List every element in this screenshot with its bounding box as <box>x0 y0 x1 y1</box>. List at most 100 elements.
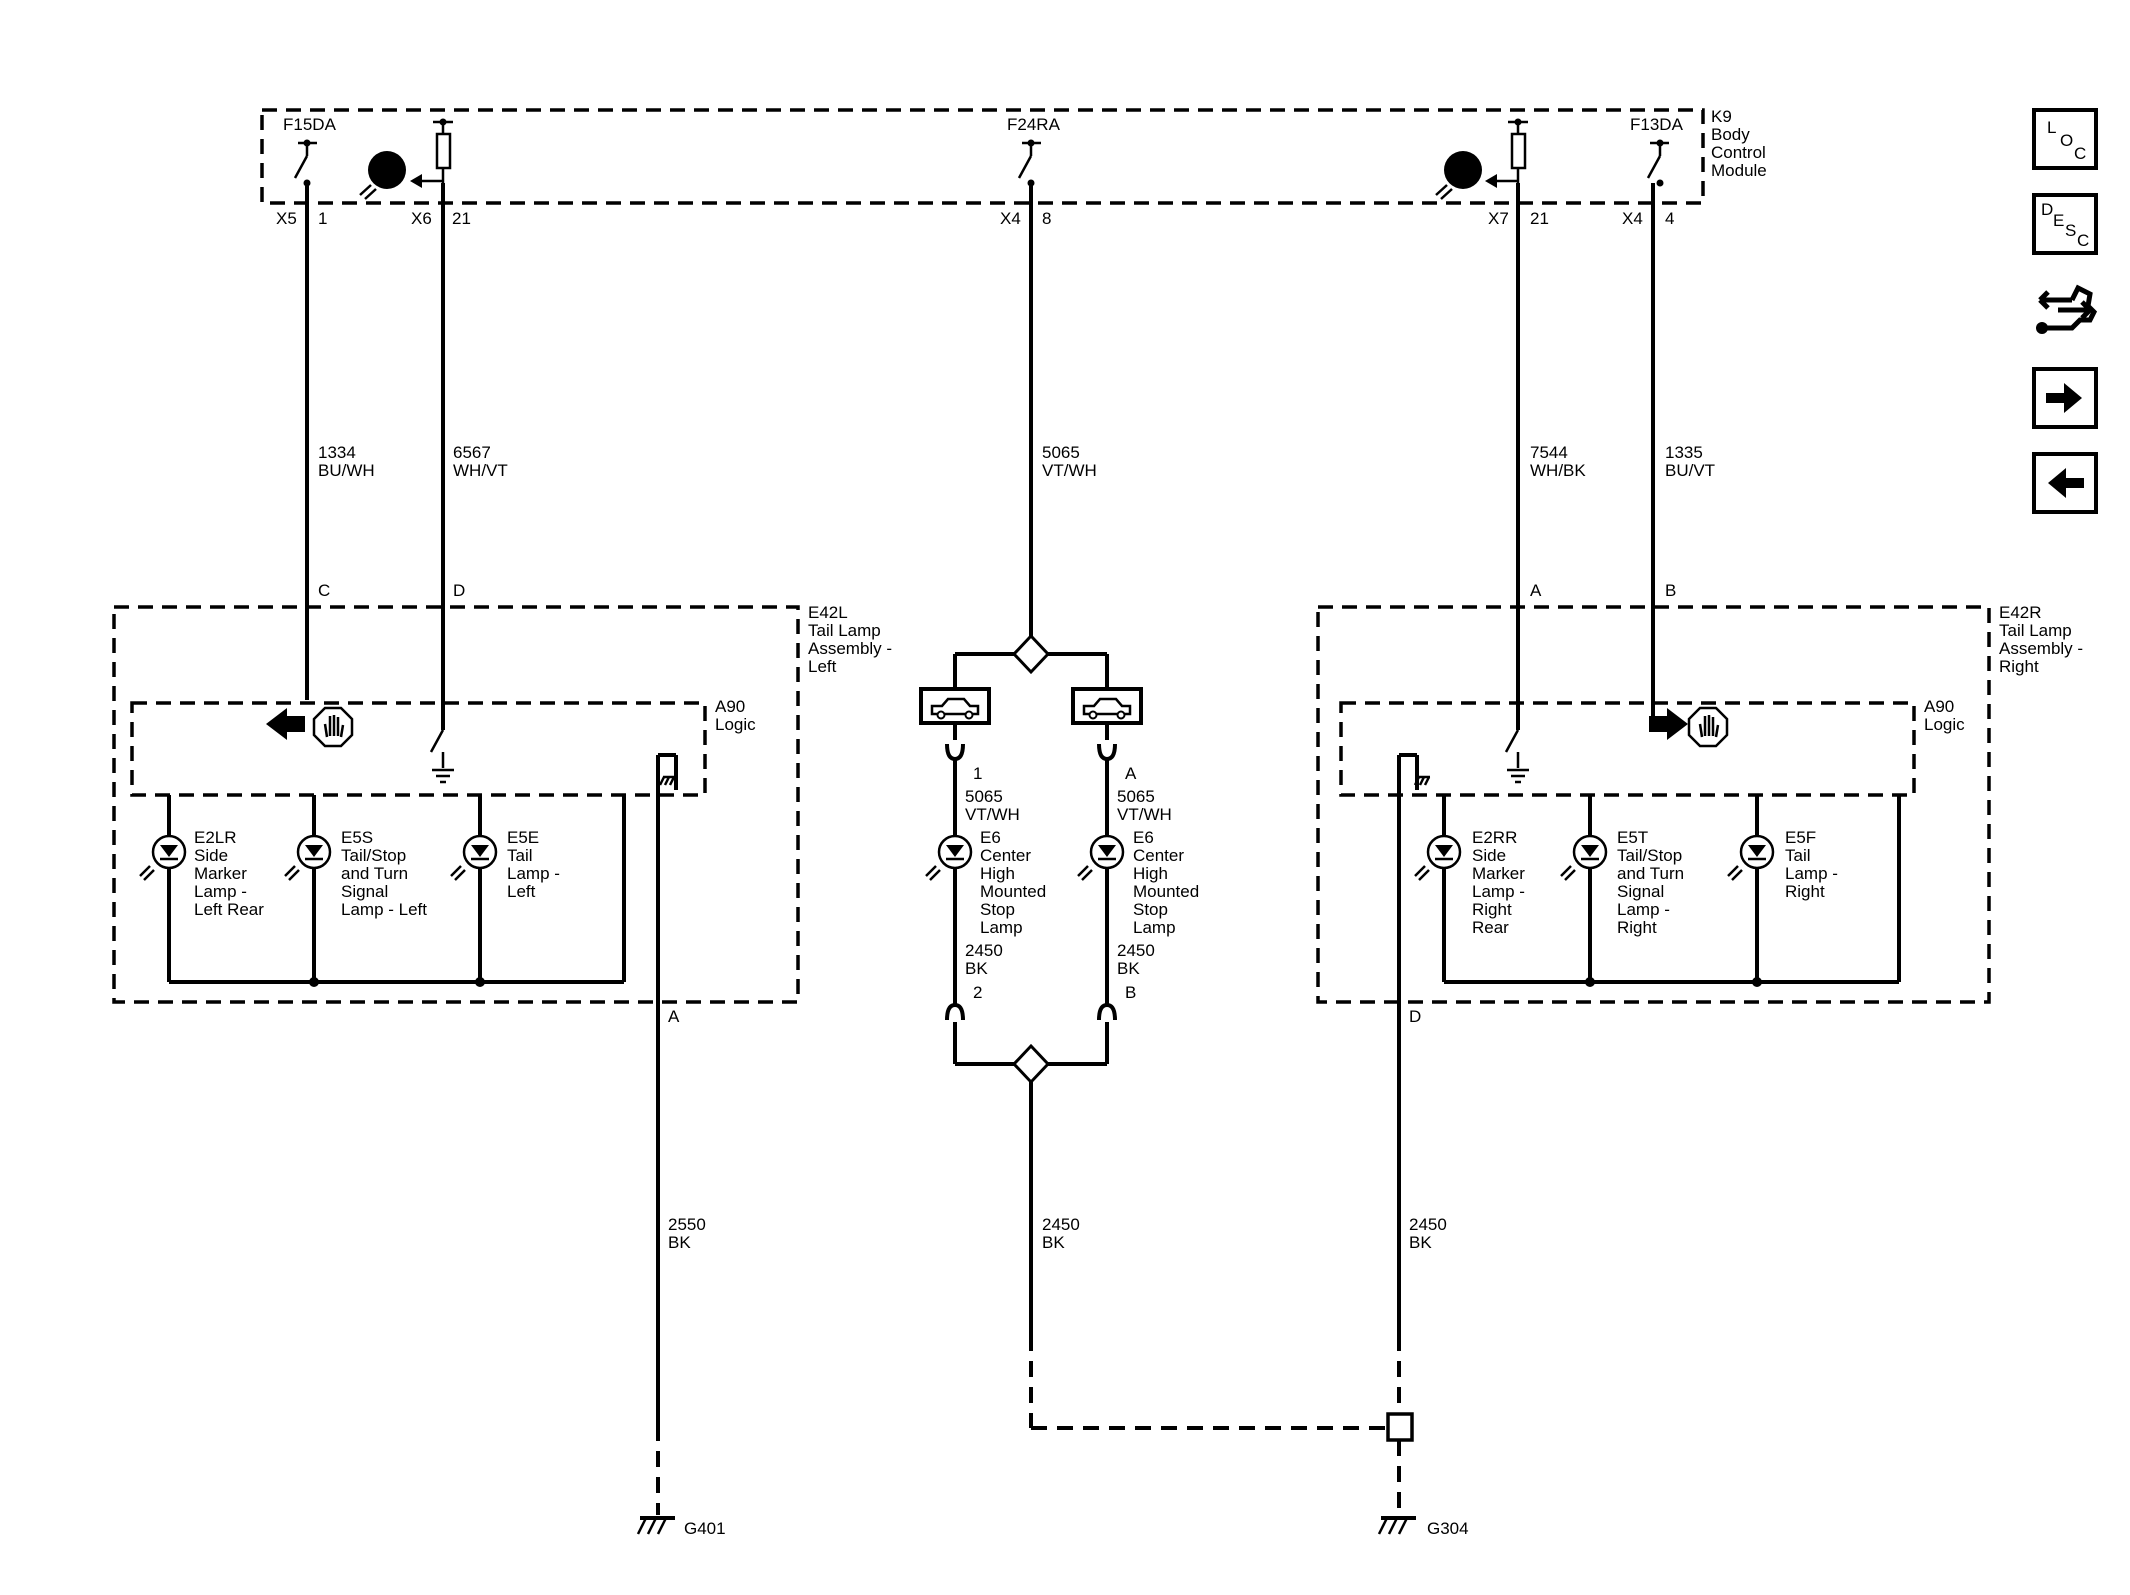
a90-right-id: A90 <box>1924 697 1954 716</box>
lamp-bulb-e6-right-icon <box>1077 834 1125 881</box>
connector-top-left-icon <box>945 743 965 762</box>
ground-g401-label: G401 <box>684 1519 726 1538</box>
bcm-name-line1: Body <box>1711 125 1750 144</box>
hand-stop-right-icon <box>1687 706 1729 748</box>
wire-5065-left-color: VT/WH <box>965 805 1020 824</box>
pin-x7: X7 <box>1488 209 1509 228</box>
splice-bottom-icon <box>1011 1043 1051 1085</box>
desc-letter-e: E <box>2053 211 2065 230</box>
connector-bottom-left-icon <box>945 1002 965 1021</box>
pin-x5: X5 <box>276 209 297 228</box>
e42l-name-line3: Left <box>808 657 837 676</box>
pin-x4-right-number: 4 <box>1665 209 1674 228</box>
arrow-left-icon <box>2048 468 2084 498</box>
switch-f13da-icon <box>1646 139 1669 187</box>
lamp-bulb-e2lr-icon <box>139 834 187 881</box>
bcm-id: K9 <box>1711 107 1732 126</box>
e6-left-line1: Center <box>980 846 1031 865</box>
desc-letter-c: C <box>2077 231 2090 250</box>
e6-right-line1: Center <box>1133 846 1184 865</box>
lamp-e5t-line1: Tail/Stop <box>1617 846 1682 865</box>
lamp-e5s-line4: Lamp - Left <box>341 900 427 919</box>
a90-logic-right-box <box>1339 701 1916 797</box>
left-tail-lamp-assembly: E42L Tail Lamp Assembly - Left C D A90 L… <box>112 581 892 1026</box>
ground-g304-icon <box>1377 1516 1416 1535</box>
ground-symbol-left-logic-icon <box>432 768 454 784</box>
lamp-e5t-id: E5T <box>1617 828 1648 847</box>
lamp-e5e-id: E5E <box>507 828 539 847</box>
lamp-e2rr-line4: Right <box>1472 900 1512 919</box>
lamp-e5t-line4: Lamp - <box>1617 900 1670 919</box>
wire-2450-right-circuit: 2450 <box>1117 941 1155 960</box>
wire-1334-color: BU/WH <box>318 461 375 480</box>
wire-1335-circuit: 1335 <box>1665 443 1703 462</box>
lamp-bulb-e5e-icon <box>450 834 498 881</box>
desc-button[interactable]: D E S C <box>2032 193 2098 255</box>
e6-left-pin-top: 1 <box>973 764 982 783</box>
lamp-bulb-e6-left-icon <box>925 834 973 881</box>
lamp-bulb-e5t-icon <box>1560 834 1608 881</box>
connector-tools-button[interactable] <box>2032 280 2098 342</box>
lamp-e2rr-line3: Lamp - <box>1472 882 1525 901</box>
vehicle-option-right-icon <box>1071 687 1143 725</box>
hand-stop-left-icon <box>312 706 354 748</box>
fuse-label-right: F13DA <box>1630 115 1684 134</box>
e42l-pin-d: D <box>453 581 465 600</box>
e42r-box <box>1316 605 1991 1004</box>
wire-6567-circuit: 6567 <box>453 443 491 462</box>
e42l-box <box>112 605 800 1004</box>
e6-right-id: E6 <box>1133 828 1154 847</box>
wire-5065-left-circuit: 5065 <box>965 787 1003 806</box>
center-stop-lamps: 1 A 5065 VT/WH 5065 VT/WH E6 Center High… <box>919 633 1388 1430</box>
module-wire-labels: 1334 BU/WH 6567 WH/VT 5065 VT/WH 7544 WH… <box>318 443 1715 480</box>
e42l-pin-c: C <box>318 581 330 600</box>
e6-right-line5: Lamp <box>1133 918 1176 937</box>
connector-bottom-right-icon <box>1097 1002 1117 1021</box>
pin-x4-center: X4 <box>1000 209 1021 228</box>
lamp-bulb-e2rr-icon <box>1414 834 1462 881</box>
ground-g401-icon <box>636 1516 675 1535</box>
a90-logic-left-box <box>130 701 707 797</box>
a90-left-id: A90 <box>715 697 745 716</box>
next-page-button[interactable] <box>2032 367 2098 429</box>
wire-5065-right-circuit: 5065 <box>1117 787 1155 806</box>
wire-7544-circuit: 7544 <box>1530 443 1568 462</box>
chassis-ground-left-icon <box>658 753 676 786</box>
wire-2550-circuit: 2550 <box>668 1215 706 1234</box>
pin-x5-number: 1 <box>318 209 327 228</box>
a90-right-name: Logic <box>1924 715 1965 734</box>
lamp-e2lr-id: E2LR <box>194 828 237 847</box>
lamp-e2rr-line1: Side <box>1472 846 1506 865</box>
previous-page-button[interactable] <box>2032 452 2098 514</box>
connector-wrench-icon <box>2036 284 2098 334</box>
pin-x6-number: 21 <box>452 209 471 228</box>
fuse-label-left: F15DA <box>283 115 337 134</box>
pin-x4-center-number: 8 <box>1042 209 1051 228</box>
wire-6567-color: WH/VT <box>453 461 508 480</box>
e6-left-id: E6 <box>980 828 1001 847</box>
splice-top-icon <box>1011 633 1051 675</box>
lamp-e2lr-line2: Marker <box>194 864 247 883</box>
wire-2450-left-circuit: 2450 <box>965 941 1003 960</box>
e42l-id: E42L <box>808 603 848 622</box>
lamp-e5f-line3: Right <box>1785 882 1825 901</box>
lamp-e5f-line2: Lamp - <box>1785 864 1838 883</box>
loc-letter-l: L <box>2047 118 2057 137</box>
turn-left-arrow-icon <box>266 708 305 740</box>
e6-right-line4: Stop <box>1133 900 1168 919</box>
e42r-pin-a: A <box>1530 581 1542 600</box>
e6-left-line2: High <box>980 864 1015 883</box>
lamp-e5e-line2: Lamp - <box>507 864 560 883</box>
wire-1334-circuit: 1334 <box>318 443 356 462</box>
loc-button[interactable]: L O C <box>2032 108 2098 170</box>
e42l-pin-a: A <box>668 1007 680 1026</box>
chassis-ground-right-icon <box>1399 753 1431 786</box>
lamp-e5f-id: E5F <box>1785 828 1816 847</box>
lamp-e2lr-line3: Lamp - <box>194 882 247 901</box>
bcm-box <box>260 108 1705 205</box>
e42l-name-line2: Assembly - <box>808 639 892 658</box>
ground-g304-label: G304 <box>1427 1519 1469 1538</box>
wire-2450-ground-right-circuit: 2450 <box>1409 1215 1447 1234</box>
e6-right-pin-bottom: B <box>1125 983 1136 1002</box>
lamp-e5e-line1: Tail <box>507 846 533 865</box>
